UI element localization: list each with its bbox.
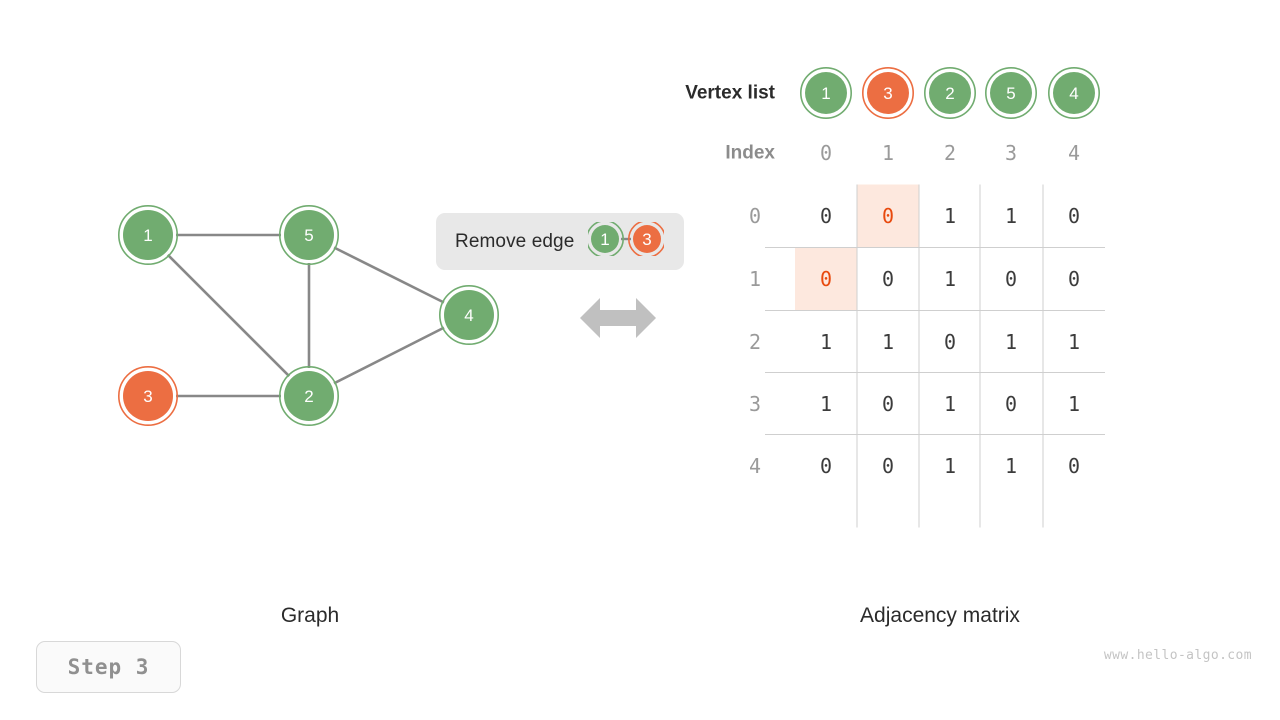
- callout-chip-1-label: 1: [601, 230, 610, 249]
- graph-nodes: 1 5 4 3 2: [118, 205, 499, 426]
- vertex-list-label: Vertex list: [685, 83, 775, 104]
- matrix-grid-lines: [765, 184, 1105, 528]
- step-badge-label: Step 3: [67, 655, 150, 679]
- matrix-cell-1-2: 1: [944, 267, 956, 291]
- matrix-cell-3-1: 0: [882, 392, 894, 416]
- row-index-1: 1: [749, 267, 761, 291]
- matrix-cell-1-0: 0: [820, 267, 832, 291]
- row-label-column: 0 1 2 3 4: [749, 204, 761, 478]
- vertex-list-node-3: 5: [984, 67, 1037, 120]
- step-badge: Step 3: [36, 641, 181, 693]
- matrix-cell-3-2: 1: [944, 392, 956, 416]
- vertex-list-node-0-label: 1: [821, 84, 830, 103]
- graph-node-5-label: 5: [304, 226, 313, 245]
- vertex-list-row: 1 3 2 5 4: [800, 67, 1100, 120]
- matrix-cell-0-2: 1: [944, 204, 956, 228]
- matrix-cell-4-4: 0: [1068, 454, 1080, 478]
- matrix-cell-0-0: 0: [820, 204, 832, 228]
- vertex-list-node-1: 3: [862, 67, 915, 120]
- vertex-list-node-0: 1: [800, 67, 853, 120]
- matrix-cell-4-0: 0: [820, 454, 832, 478]
- matrix-cell-2-2: 0: [944, 330, 956, 354]
- graph-caption: Graph: [280, 604, 340, 627]
- callout-label: Remove edge: [455, 230, 575, 252]
- graph-node-1-label: 1: [143, 226, 152, 245]
- graph-node-2-label: 2: [304, 387, 313, 406]
- graph-edge-n1-n2: [166, 253, 291, 378]
- graph-node-2: 2: [278, 365, 339, 426]
- graph-node-3-label: 3: [143, 387, 152, 406]
- matrix-cell-0-1: 0: [882, 204, 894, 228]
- matrix-cell-0-3: 1: [1005, 204, 1017, 228]
- matrix-cell-highlight-1-0: [795, 247, 857, 311]
- matrix-cell-2-4: 1: [1068, 330, 1080, 354]
- matrix-cell-2-1: 1: [882, 330, 894, 354]
- matrix-cell-3-0: 1: [820, 392, 832, 416]
- matrix-cell-3-3: 0: [1005, 392, 1017, 416]
- row-index-4: 4: [749, 454, 761, 478]
- vertex-list-node-3-label: 5: [1006, 84, 1015, 103]
- watermark: www.hello-algo.com: [1103, 648, 1252, 663]
- graph-edge-n2-n4: [333, 326, 445, 385]
- graph-node-5: 5: [278, 205, 339, 266]
- graph-node-1: 1: [118, 205, 179, 266]
- adjacency-matrix-caption: Adjacency matrix: [860, 604, 1020, 627]
- matrix-cell-0-4: 0: [1068, 204, 1080, 228]
- row-index-2: 2: [749, 330, 761, 354]
- matrix-cell-2-0: 1: [820, 330, 832, 354]
- double-headed-arrow-icon: [580, 298, 656, 338]
- matrix-cell-4-1: 0: [882, 454, 894, 478]
- vertex-list-node-4: 4: [1047, 67, 1100, 120]
- index-row: 0 1 2 3 4: [820, 141, 1080, 165]
- graph-panel: 1 5 4 3 2: [0, 0, 620, 560]
- callout-chip-1: 1: [586, 219, 625, 259]
- callout-chip-3-label: 3: [643, 230, 652, 249]
- matrix-cell-1-4: 0: [1068, 267, 1080, 291]
- matrix-cell-4-3: 1: [1005, 454, 1017, 478]
- matrix-cell-2-3: 1: [1005, 330, 1017, 354]
- column-index-2: 2: [944, 141, 956, 165]
- vertex-list-node-2: 2: [923, 67, 976, 120]
- matrix-cells: 0 0 1 1 0 0 0 1 0 0 1 1 0 1 1 1 0 1 0 1 0 0 1 1 0: [820, 204, 1080, 478]
- graph-edges: [166, 233, 445, 398]
- row-index-3: 3: [749, 392, 761, 416]
- column-index-4: 4: [1068, 141, 1080, 165]
- matrix-cell-1-1: 0: [882, 267, 894, 291]
- matrix-cell-1-3: 0: [1005, 267, 1017, 291]
- row-index-0: 0: [749, 204, 761, 228]
- vertex-list-node-2-label: 2: [945, 84, 954, 103]
- vertex-list-node-1-label: 3: [883, 84, 892, 103]
- matrix-cell-highlights: [795, 184, 919, 311]
- graph-node-4-label: 4: [464, 306, 473, 325]
- graph-node-3: 3: [118, 365, 179, 426]
- column-index-3: 3: [1005, 141, 1017, 165]
- matrix-cell-4-2: 1: [944, 454, 956, 478]
- column-index-1: 1: [882, 141, 894, 165]
- matrix-cell-highlight-0-1: [857, 184, 919, 248]
- column-index-0: 0: [820, 141, 832, 165]
- graph-svg: 1 5 4 3 2: [118, 205, 499, 426]
- matrix-cell-3-4: 1: [1068, 392, 1080, 416]
- vertex-list-node-4-label: 4: [1069, 84, 1078, 103]
- index-label: Index: [725, 143, 775, 164]
- graph-node-4: 4: [438, 284, 499, 345]
- graph-edge-n5-n4: [333, 246, 445, 304]
